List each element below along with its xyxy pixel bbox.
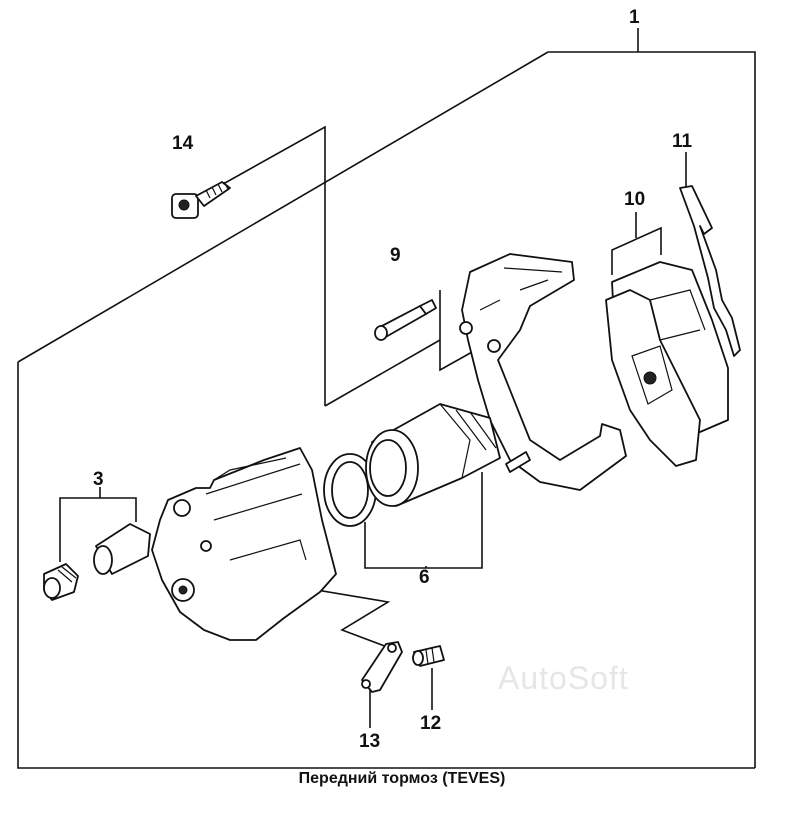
guide-bolt — [171, 181, 231, 219]
callout-13: 13 — [359, 731, 381, 752]
callout-9: 9 — [390, 245, 401, 266]
diagram-caption: Передний тормоз (TEVES) — [298, 770, 506, 787]
callout-1: 1 — [629, 7, 640, 28]
guide-pin — [374, 299, 437, 341]
brake-pads — [605, 261, 729, 467]
callout-6: 6 — [419, 567, 430, 588]
guide-sleeve-and-cap — [43, 523, 151, 601]
bleeder-bracket — [361, 641, 403, 693]
assembly-frame — [17, 28, 756, 769]
callout-10: 10 — [624, 189, 646, 210]
anti-rattle-spring — [679, 185, 741, 357]
caliper-housing — [151, 447, 337, 641]
caliper-bracket — [459, 253, 627, 491]
callout-3: 3 — [93, 469, 104, 490]
bleeder-valve — [412, 645, 445, 667]
callout-14: 14 — [172, 133, 194, 154]
piston-assembly — [323, 403, 501, 527]
callout-11: 11 — [672, 131, 693, 152]
leader-lines — [59, 125, 687, 728]
callout-12: 12 — [420, 713, 442, 734]
watermark-text: AutoSoft — [498, 660, 629, 696]
